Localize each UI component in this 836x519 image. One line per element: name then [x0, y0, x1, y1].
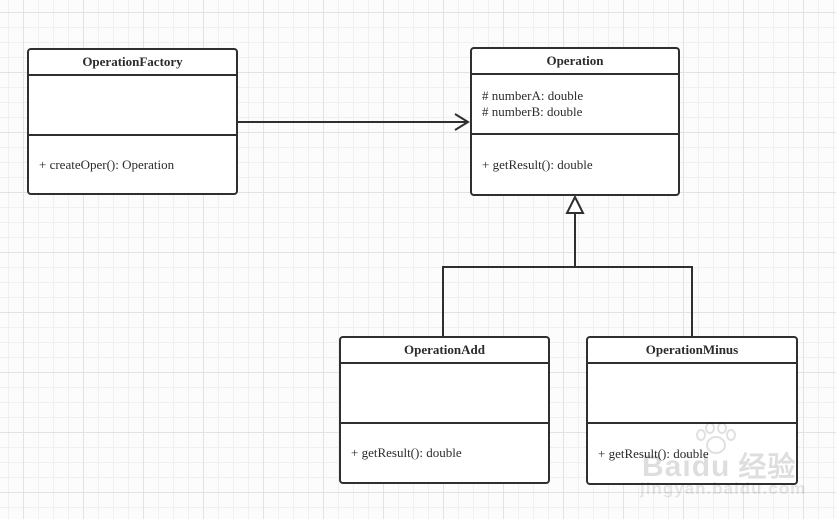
association-arrowhead-icon — [454, 113, 470, 131]
class-attributes-section: # numberA: double # numberB: double — [472, 75, 678, 135]
class-title: OperationMinus — [588, 338, 796, 364]
class-box-operationminus: OperationMinus + getResult(): double — [586, 336, 798, 485]
class-methods-section: + getResult(): double — [588, 424, 796, 483]
class-methods-section: + getResult(): double — [341, 424, 548, 482]
class-methods-section: + createOper(): Operation — [29, 136, 236, 193]
attribute-label: # numberB: double — [482, 104, 583, 119]
method-label: + getResult(): double — [482, 156, 593, 172]
class-box-operation: Operation # numberA: double # numberB: d… — [470, 47, 680, 196]
class-attributes-section — [588, 364, 796, 424]
class-title: OperationFactory — [29, 50, 236, 76]
generalization-lines — [442, 214, 693, 336]
attribute-label: # numberA: double — [482, 88, 584, 103]
method-label: + getResult(): double — [598, 445, 709, 461]
class-title: OperationAdd — [341, 338, 548, 364]
class-title: Operation — [472, 49, 678, 75]
class-methods-section: + getResult(): double — [472, 135, 678, 194]
class-box-operationfactory: OperationFactory + createOper(): Operati… — [27, 48, 238, 195]
generalization-triangle-icon — [565, 194, 585, 214]
class-attributes-section — [29, 76, 236, 136]
method-label: + createOper(): Operation — [39, 156, 175, 172]
class-box-operationadd: OperationAdd + getResult(): double — [339, 336, 550, 484]
class-attributes-section — [341, 364, 548, 424]
method-label: + getResult(): double — [351, 445, 462, 460]
